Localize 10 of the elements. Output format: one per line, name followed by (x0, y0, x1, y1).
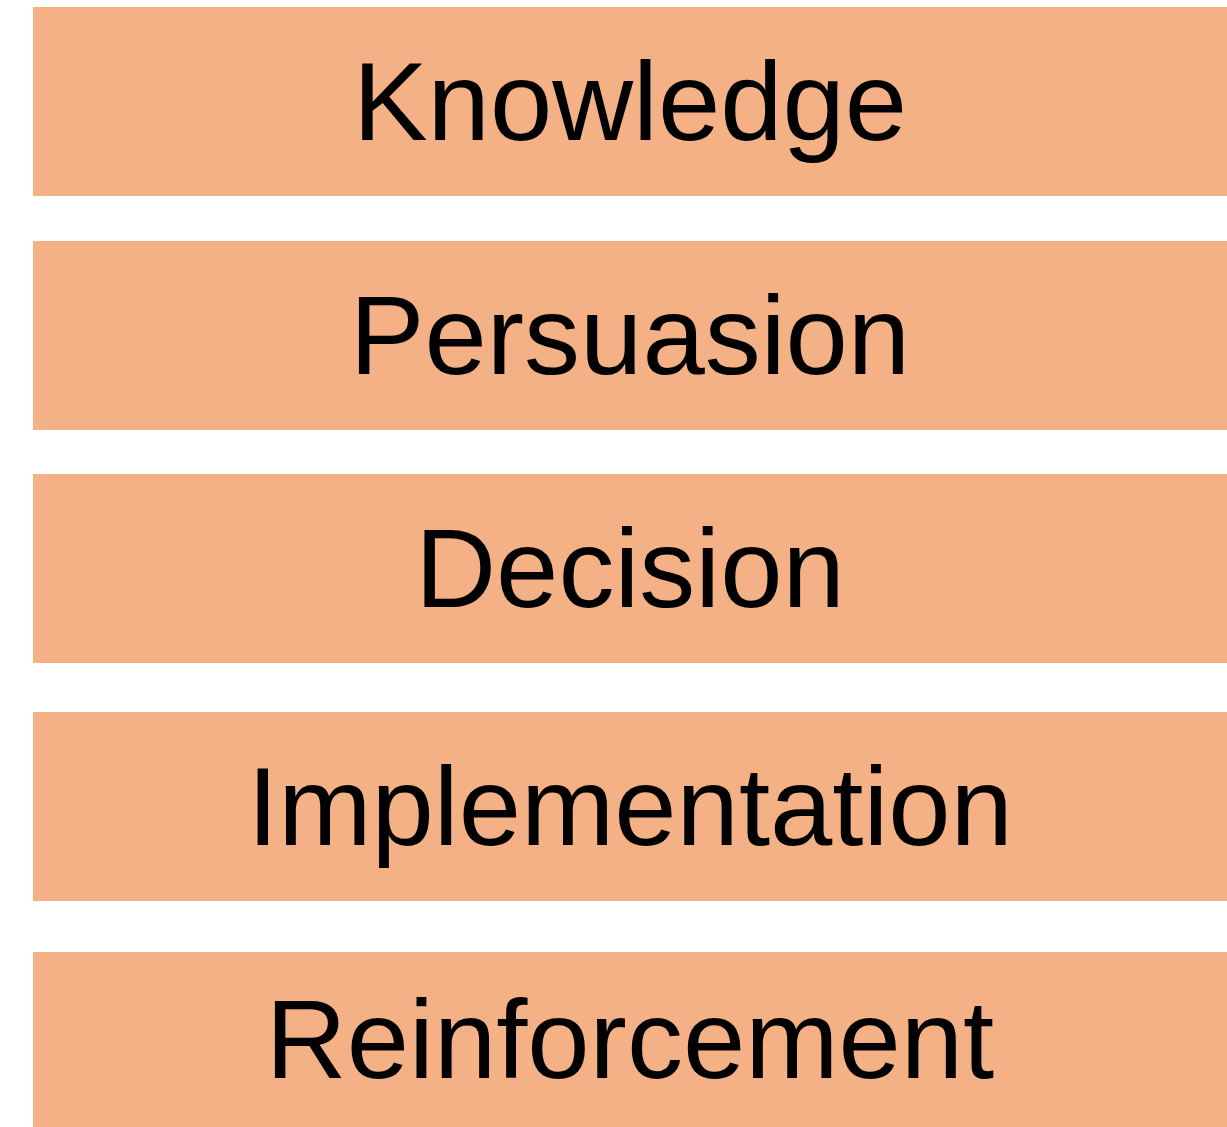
stage-band (33, 241, 1227, 430)
stage-label: Implementation (247, 744, 1013, 869)
stage-band (33, 712, 1227, 901)
stage-label: Knowledge (352, 39, 908, 164)
stage-label: Persuasion (349, 273, 911, 398)
stage-label: Decision (415, 506, 845, 631)
stage-band (33, 952, 1227, 1127)
stage-label: Reinforcement (265, 977, 995, 1102)
stage-band (33, 7, 1227, 196)
stage-band (33, 474, 1227, 663)
